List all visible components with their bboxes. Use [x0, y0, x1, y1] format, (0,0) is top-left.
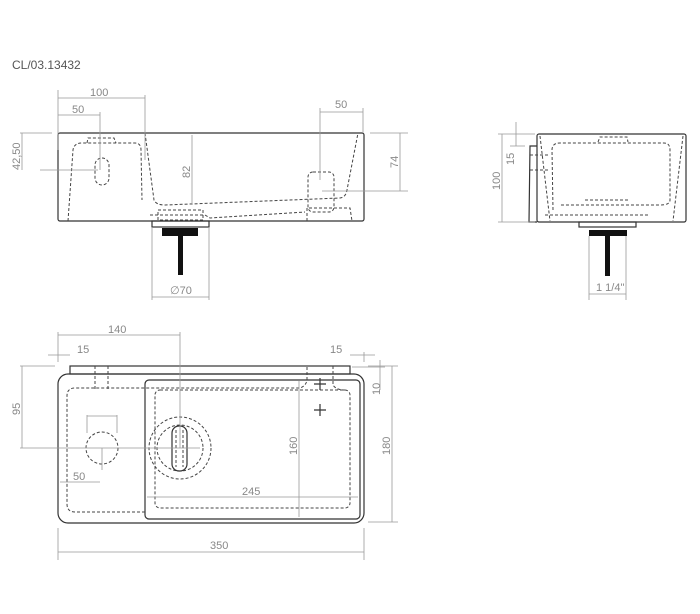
- dim-50-top: 50: [73, 471, 85, 483]
- dim-42-50: 42,50: [11, 142, 23, 170]
- dim-82: 82: [181, 166, 193, 178]
- dim-160: 160: [288, 437, 300, 455]
- dim-140: 140: [108, 324, 126, 336]
- dim-15-right: 15: [330, 344, 342, 356]
- dim-100-side: 100: [491, 172, 503, 190]
- dim-drain-70: ∅70: [170, 285, 192, 297]
- front-view: 100 50 42,50 82 50 74 ∅70: [11, 87, 408, 300]
- drain-pipe-icon: [162, 228, 198, 236]
- dim-50-right: 50: [335, 99, 347, 111]
- side-view: 100 15 1 1/4": [491, 122, 687, 300]
- dim-50: 50: [72, 104, 84, 116]
- dim-95: 95: [11, 403, 23, 415]
- dim-350: 350: [210, 540, 228, 552]
- dim-outlet: 1 1/4": [596, 282, 624, 294]
- dim-100: 100: [90, 87, 108, 99]
- top-view: 140 15 15 95 50 245 160 180 10 350: [11, 324, 398, 560]
- dim-15-side: 15: [505, 153, 517, 165]
- dim-245: 245: [242, 486, 260, 498]
- dim-15-left: 15: [77, 344, 89, 356]
- dim-10: 10: [371, 383, 383, 395]
- dim-74: 74: [389, 156, 401, 168]
- drawing-code: CL/03.13432: [12, 58, 81, 72]
- dim-180: 180: [381, 437, 393, 455]
